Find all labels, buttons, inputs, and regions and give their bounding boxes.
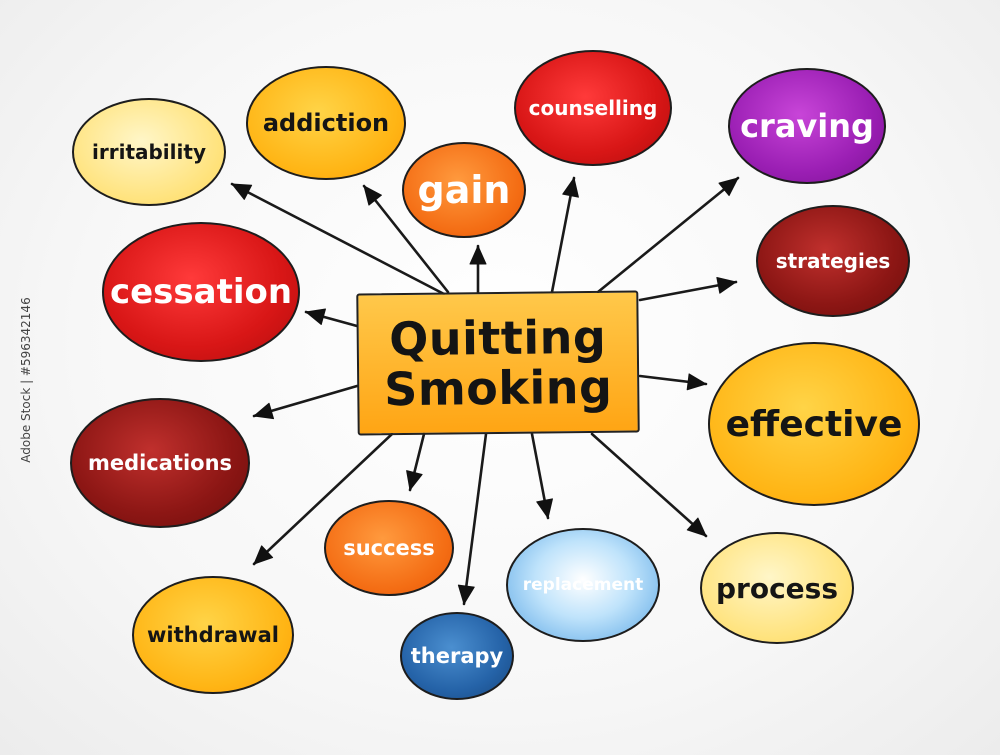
arrow-to-cessation xyxy=(304,308,359,328)
arrow-to-success xyxy=(406,432,426,492)
node-irritability: irritability xyxy=(72,98,226,206)
node-replacement: replacement xyxy=(506,528,660,642)
node-therapy: therapy xyxy=(400,612,514,700)
arrow-to-addiction xyxy=(362,184,450,294)
arrow-to-medications xyxy=(252,384,359,420)
arrow-to-gain xyxy=(469,244,487,294)
arrow-to-replacement xyxy=(530,432,553,520)
node-effective: effective xyxy=(708,342,920,506)
node-withdrawal-label: withdrawal xyxy=(147,623,279,647)
node-gain: gain xyxy=(402,142,526,238)
arrow-to-effective xyxy=(638,373,708,391)
node-success: success xyxy=(324,500,454,596)
node-process: process xyxy=(700,532,854,644)
node-strategies-label: strategies xyxy=(775,249,891,273)
node-craving-label: craving xyxy=(740,107,874,145)
node-cessation-label: cessation xyxy=(109,272,293,312)
node-medications: medications xyxy=(70,398,250,528)
central-topic-line2: Smoking xyxy=(383,359,613,417)
node-process-label: process xyxy=(715,571,838,605)
node-addiction: addiction xyxy=(246,66,406,180)
arrow-to-withdrawal xyxy=(252,432,394,566)
node-addiction-label: addiction xyxy=(262,109,390,137)
node-effective-label: effective xyxy=(725,403,903,445)
node-counselling-label: counselling xyxy=(528,96,658,120)
node-withdrawal: withdrawal xyxy=(132,576,294,694)
node-strategies: strategies xyxy=(756,205,910,317)
node-craving: craving xyxy=(728,68,886,184)
arrow-to-craving xyxy=(596,176,740,294)
node-success-label: success xyxy=(343,536,435,560)
node-therapy-label: therapy xyxy=(410,644,504,668)
central-topic-line1: Quitting xyxy=(388,309,607,367)
arrow-to-therapy xyxy=(457,432,488,606)
node-cessation: cessation xyxy=(102,222,300,362)
arrow-to-process xyxy=(590,432,708,538)
node-gain-label: gain xyxy=(417,168,511,212)
arrow-to-counselling xyxy=(550,176,579,294)
watermark-stock-id: Adobe Stock | #596342146 xyxy=(19,297,33,463)
node-medications-label: medications xyxy=(87,451,233,475)
arrow-to-irritability xyxy=(230,182,446,296)
node-counselling: counselling xyxy=(514,50,672,166)
node-replacement-label: replacement xyxy=(522,575,644,595)
node-irritability-label: irritability xyxy=(92,140,206,164)
central-topic-box: Quitting Smoking xyxy=(356,290,640,436)
arrow-to-strategies xyxy=(638,276,738,302)
